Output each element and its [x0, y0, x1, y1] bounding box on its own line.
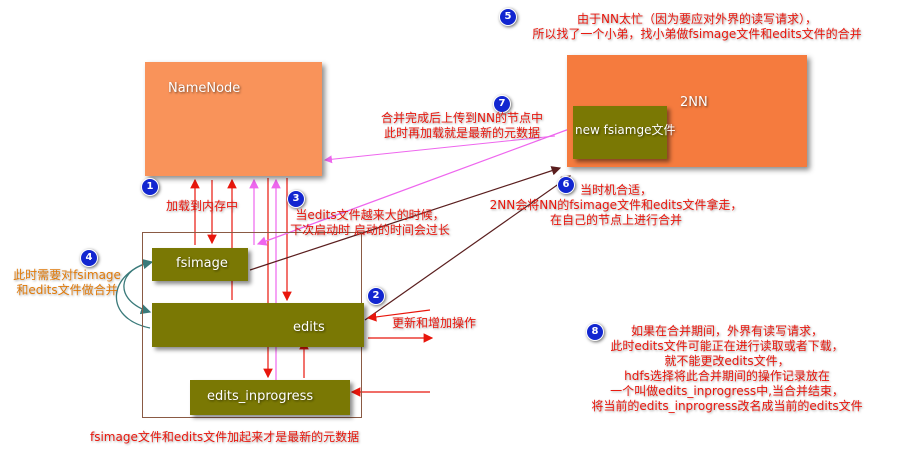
edits-box: [152, 303, 364, 347]
note-need-merge-line-1: 此时需要对fsimage: [13, 268, 121, 282]
note-nn-too-busy: 由于NN太忙（因为要应对外界的读写请求）， 所以找了一个小弟，找小弟做fsima…: [494, 12, 900, 42]
note-merge-period-writes-line-3: 就不能更改edits文件，: [664, 354, 790, 368]
note-merge-period-writes-line-6: 将当前的edits_inprogress改名成当前的edits文件: [591, 399, 863, 413]
step-badge-1: 1: [141, 178, 159, 196]
namenode-label: NameNode: [168, 81, 241, 96]
note-load-to-memory: 加载到内存中: [166, 199, 239, 213]
step-badge-3: 3: [287, 190, 305, 208]
fsimage-box: [152, 248, 248, 281]
merge-curve-lower: [115, 258, 154, 329]
note-latest-metadata: fsimage文件和edits文件加起来才是最新的元数据: [90, 430, 360, 444]
step-badge-4: 4: [80, 249, 98, 267]
step-badge-6: 6: [557, 176, 575, 194]
note-need-merge: 此时需要对fsimage 和edits文件做合并: [6, 268, 128, 298]
new-fsimage-box: [573, 106, 667, 159]
namenode-box: [145, 62, 322, 176]
update-arrow-in: [366, 309, 431, 322]
note-2nn-fetch-files: 当时机合适， 2NN会将NN的fsimage文件和edits文件拿走， 在自己的…: [470, 183, 762, 228]
note-merge-period-writes: 如果在合并期间，外界有读写请求， 此时edits文件可能正在进行读取或者下载， …: [560, 324, 894, 414]
fsimage-label: fsimage: [176, 256, 228, 271]
note-merge-period-writes-line-4: hdfs选择将此合并期间的操作记录放在: [624, 369, 830, 383]
edits-inprogress-label: edits_inprogress: [207, 389, 314, 404]
note-2nn-fetch-files-line-2: 2NN会将NN的fsimage文件和edits文件拿走，: [489, 198, 743, 212]
step-badge-7: 7: [493, 95, 511, 113]
note-edits-too-large-line-1: 当edits文件越来大的时候，: [295, 208, 445, 222]
note-2nn-fetch-files-line-1: 当时机合适，: [579, 183, 652, 197]
note-update-operations: 更新和增加操作: [392, 316, 477, 330]
edits-label: edits: [293, 320, 325, 335]
new-fsimage-label: new fsiamge文件: [575, 123, 676, 137]
note-edits-too-large-line-2: 下次启动时 启动的时间会过长: [290, 223, 450, 237]
upload-to-nn-arrow: [324, 135, 556, 164]
note-merge-period-writes-line-5: 一个叫做edits_inprogress中,当合并结束，: [610, 384, 844, 398]
note-upload-after-merge-line-2: 此时再加载就是最新的元数据: [383, 126, 540, 140]
note-upload-after-merge-line-1: 合并完成后上传到NN的节点中: [381, 111, 543, 125]
step-badge-2: 2: [367, 287, 385, 305]
note-nn-too-busy-line-1: 由于NN太忙（因为要应对外界的读写请求），: [577, 12, 817, 26]
note-merge-period-writes-line-2: 此时edits文件可能正在进行读取或者下载，: [610, 339, 844, 353]
note-upload-after-merge: 合并完成后上传到NN的节点中 此时再加载就是最新的元数据: [356, 111, 568, 141]
step-badge-8: 8: [586, 323, 604, 341]
note-edits-too-large: 当edits文件越来大的时候， 下次启动时 启动的时间会过长: [272, 208, 468, 238]
note-2nn-fetch-files-line-3: 在自己的节点上进行合并: [549, 213, 682, 227]
upload-new-fsimage-arrow: [256, 127, 573, 246]
edits-inprogress-box: [190, 380, 350, 415]
edits-to-2nn-arrow: [364, 175, 571, 321]
note-merge-period-writes-line-1: 如果在合并期间，外界有读写请求，: [630, 324, 823, 338]
step-badge-5: 5: [499, 8, 517, 26]
fsimage-to-2nn-arrow: [249, 166, 562, 271]
secondary-namenode-label: 2NN: [680, 95, 708, 110]
note-need-merge-line-2: 和edits文件做合并: [16, 283, 118, 297]
note-nn-too-busy-line-2: 所以找了一个小弟，找小弟做fsimage文件和edits文件的合并: [532, 27, 862, 41]
